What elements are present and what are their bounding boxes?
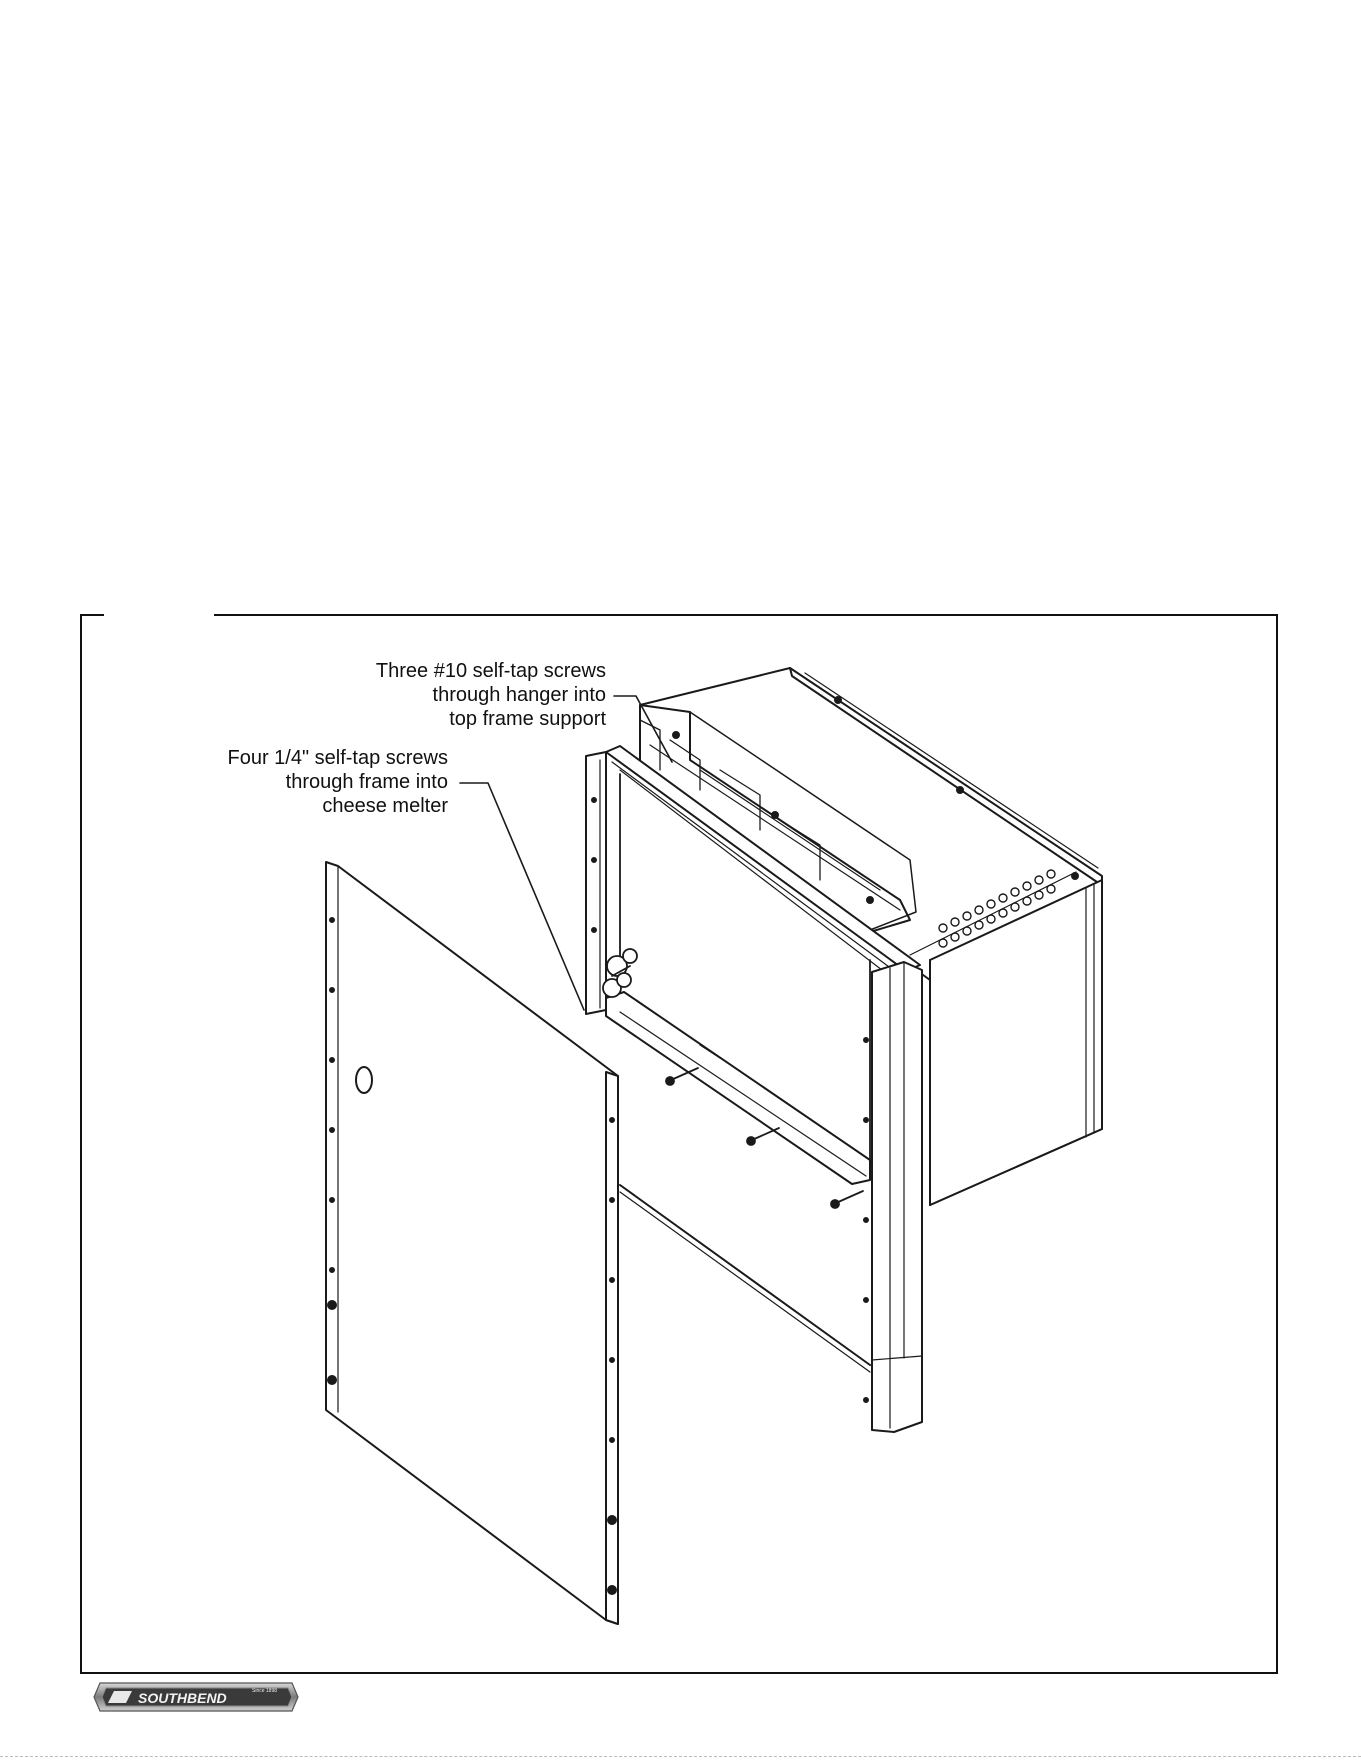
callout-top-screws-line-1: Three #10 self-tap screws <box>290 659 606 683</box>
front-panel <box>326 862 618 1624</box>
callout-frame-screws-line-2: through frame into <box>158 770 448 794</box>
logo-wordmark: SOUTHBEND <box>138 1690 227 1706</box>
callout-frame-screws-line-1: Four 1/4" self-tap screws <box>158 746 448 770</box>
callout-top-screws-line-3: top frame support <box>290 707 606 731</box>
callout-frame-screws-line-3: cheese melter <box>158 794 448 818</box>
logo-tagline: Since 1898 <box>252 1688 277 1694</box>
callout-frame-screws: Four 1/4" self-tap screws through frame … <box>158 746 448 818</box>
southbend-logo: SOUTHBEND Since 1898 <box>92 1681 300 1713</box>
callout-top-screws-line-2: through hanger into <box>290 683 606 707</box>
gas-valve-fittings <box>603 949 637 997</box>
page-bottom-rule <box>0 1756 1361 1757</box>
callout-top-screws: Three #10 self-tap screws through hanger… <box>290 659 606 731</box>
